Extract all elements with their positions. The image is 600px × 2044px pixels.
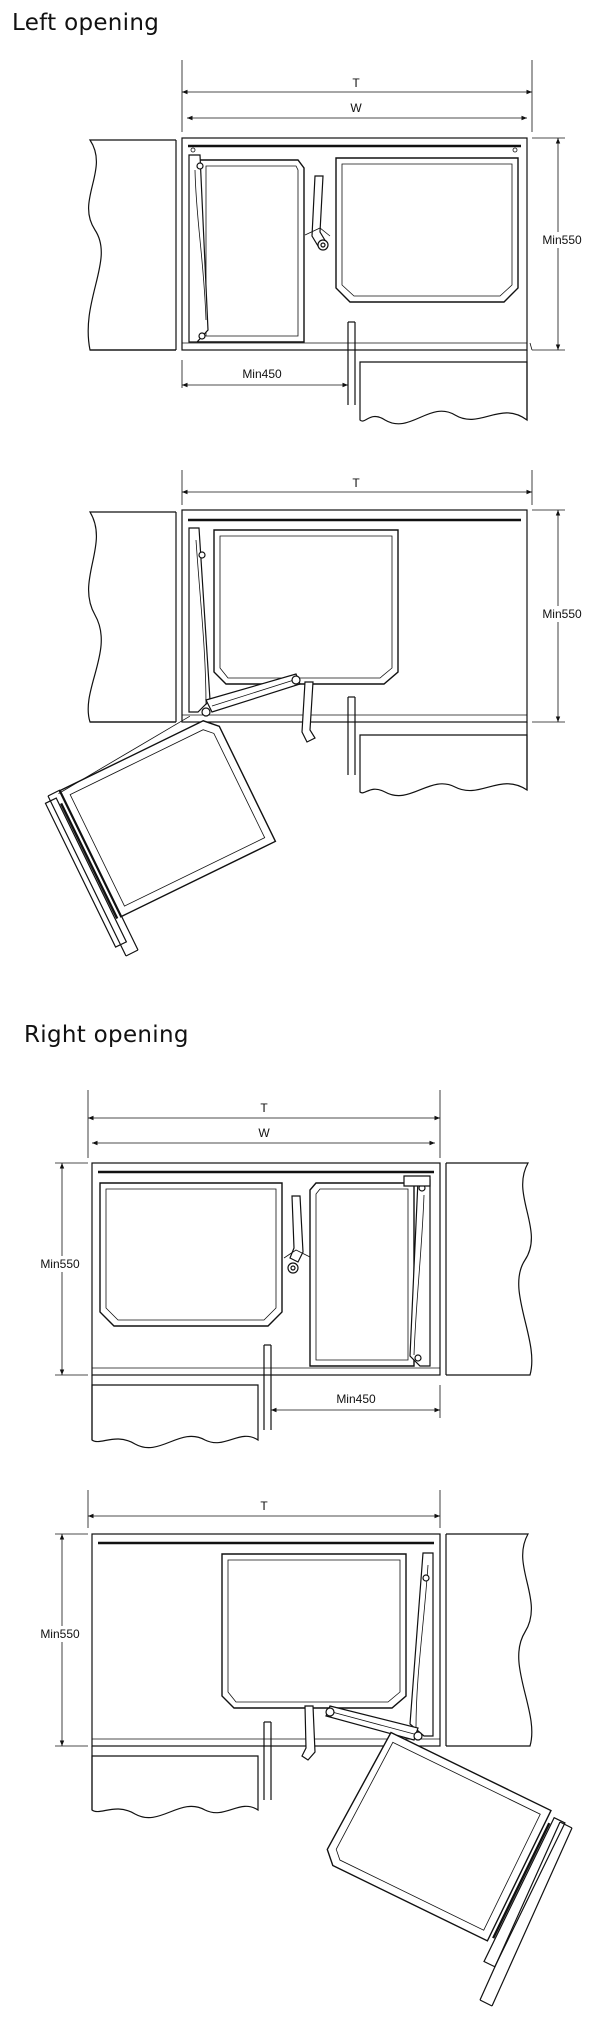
basket-outer [99,1182,283,1327]
dimension-min-opening: Min450 [242,367,282,381]
basket-swung-out [58,720,277,918]
diagram-right-open: T Min550 [34,1490,573,2007]
dimension-inner-width: W [258,1126,270,1140]
section-title-left-opening: Left opening [12,10,160,36]
lower-cabinet-left [359,734,528,797]
dimension-inner-width: W [350,101,362,115]
basket-outer [213,529,399,685]
dimension-total-width: T [352,76,360,90]
dimension-min-depth: Min550 [542,233,582,247]
basket-swung-out [326,1731,552,1942]
side-wall-right [446,1533,533,1747]
dimension-min-depth: Min550 [542,607,582,621]
section-title-right-opening: Right opening [24,1022,189,1048]
diagram-left-open: T Min550 [44,470,588,957]
diagram-right-closed: T W Min550 Min450 [34,1090,533,1449]
basket-inner [309,1182,415,1367]
swing-mechanism [409,1552,434,1737]
basket-outer [221,1553,407,1709]
side-wall-left [87,511,176,723]
dimension-total-width: T [260,1101,268,1115]
cabinet-carcass [91,1533,441,1747]
lower-cabinet-right [91,1755,259,1819]
basket-inner [197,159,305,343]
dimension-min-opening: Min450 [336,1392,376,1406]
side-wall-right [446,1162,533,1376]
lower-cabinet-right [91,1384,259,1449]
basket-outer [335,157,519,303]
side-wall-left [87,139,176,351]
lower-cabinet-left [359,361,528,425]
dimension-min-depth: Min550 [40,1257,80,1271]
diagram-left-closed: T W Min550 Min450 [87,60,588,425]
dimension-min-depth: Min550 [40,1627,80,1641]
dimension-total-width: T [260,1499,268,1513]
dimension-total-width: T [352,476,360,490]
cabinet-carcass [91,1162,441,1376]
